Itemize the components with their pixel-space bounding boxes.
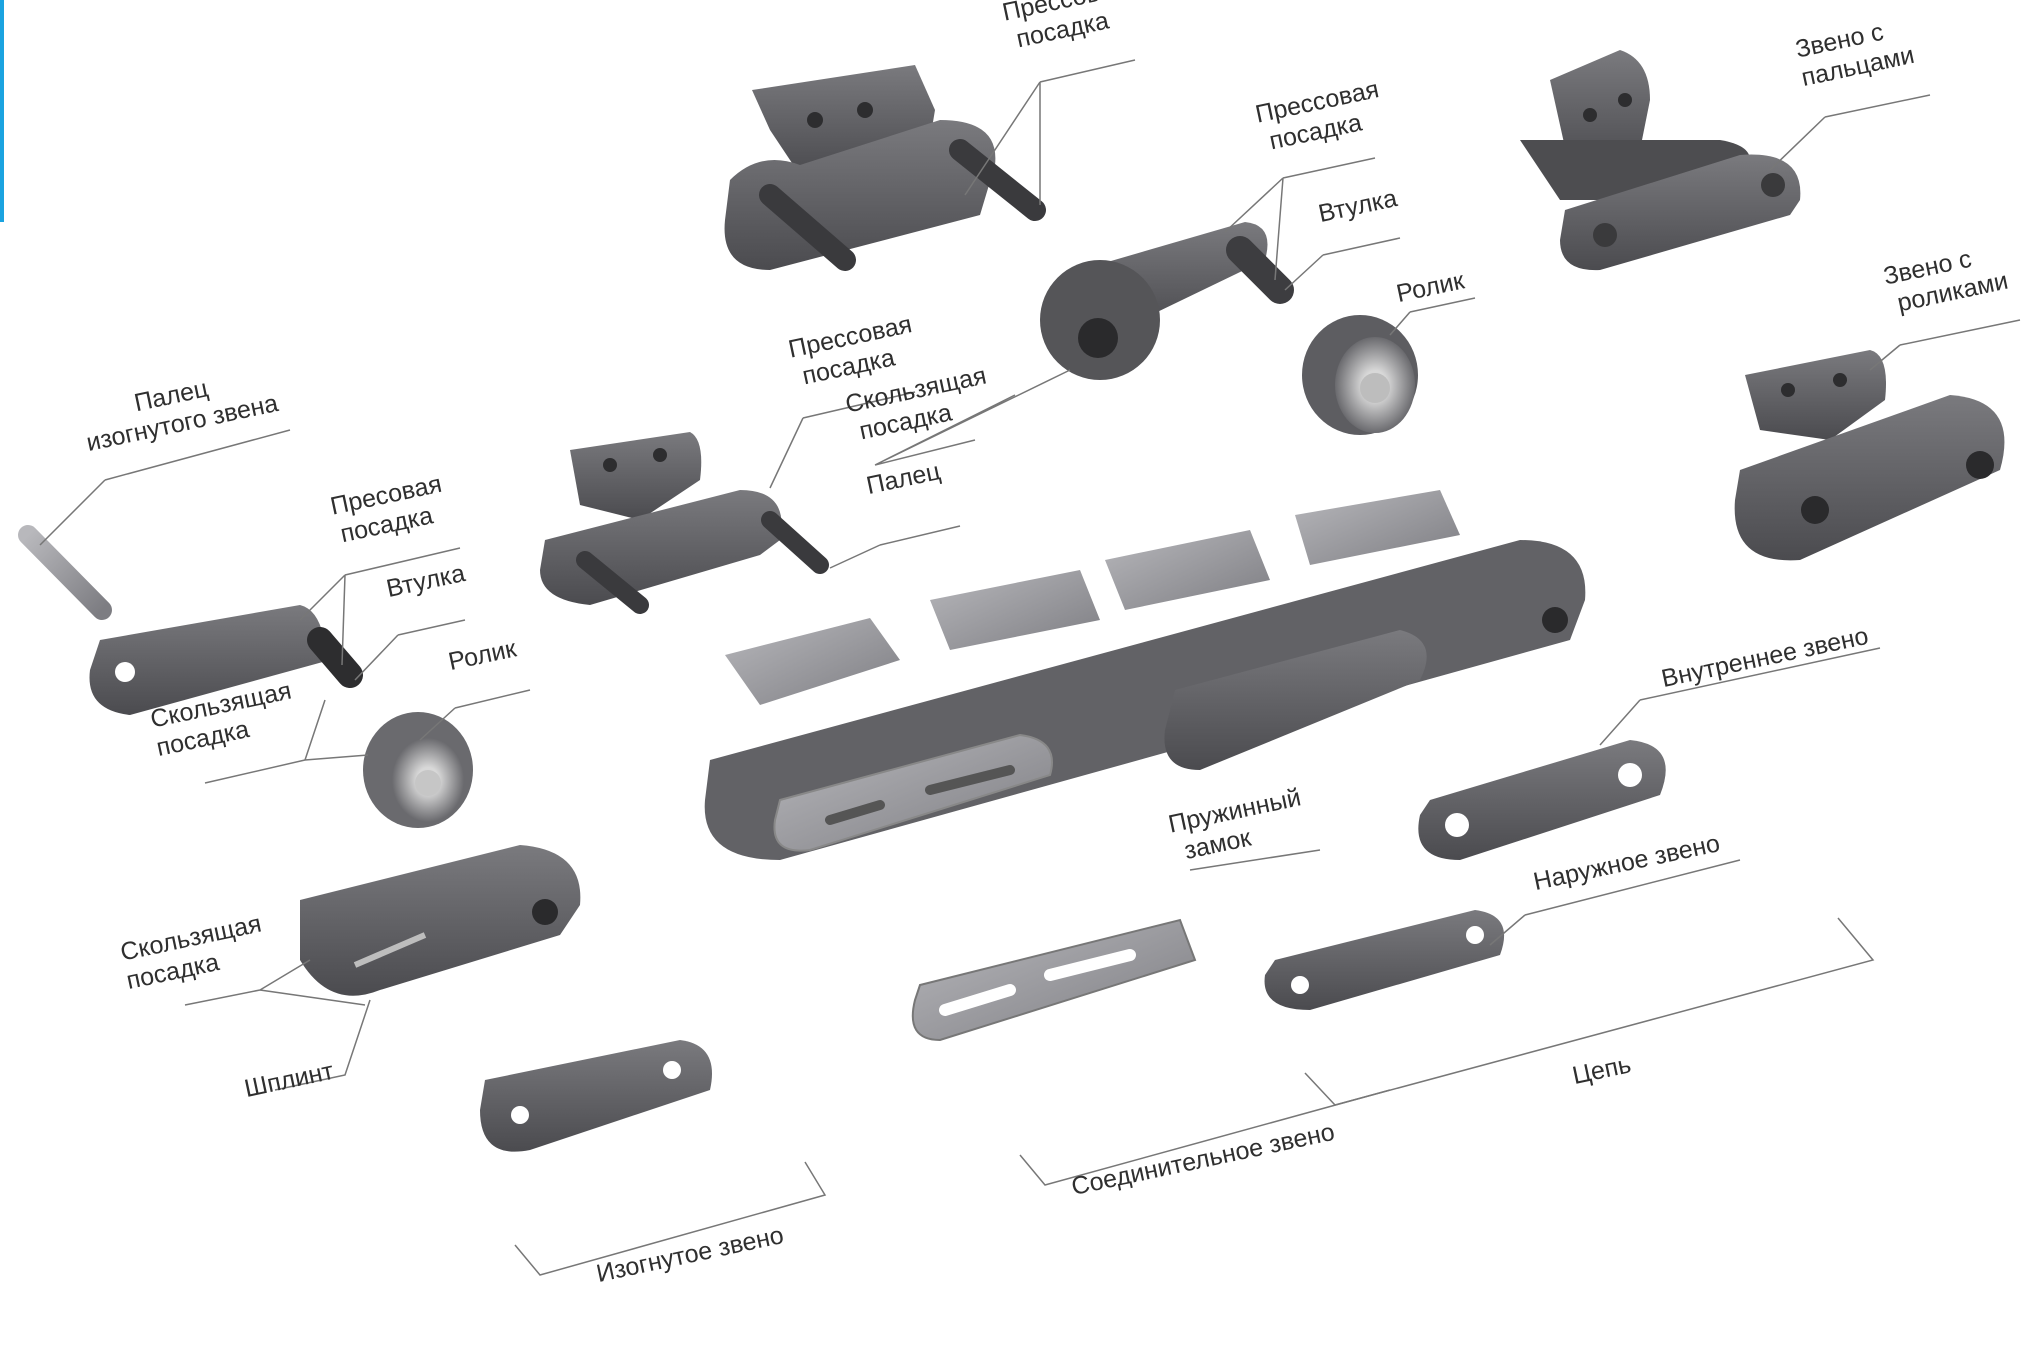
- attachment-link-middle: [540, 432, 829, 614]
- bent-link-pin: [18, 525, 112, 620]
- inner-link-plate: [1418, 740, 1666, 860]
- leader-lines: [39, 59, 2021, 1276]
- outer-link-plate: [1264, 910, 1505, 1010]
- roller-left: [363, 712, 473, 828]
- spring-clip: [911, 918, 1197, 1042]
- bent-link-side-plate: [480, 1040, 712, 1152]
- link-with-rollers: [1734, 350, 2005, 561]
- attachment-link-top: [724, 65, 1046, 271]
- offset-link: [300, 845, 581, 996]
- assembled-chain: [704, 490, 1586, 860]
- bent-roller-link: [1040, 222, 1294, 380]
- roller-center: [1302, 315, 1418, 435]
- accent-bar: [0, 0, 4, 222]
- link-with-pins: [1520, 50, 1801, 271]
- bent-link-plate: [89, 605, 363, 715]
